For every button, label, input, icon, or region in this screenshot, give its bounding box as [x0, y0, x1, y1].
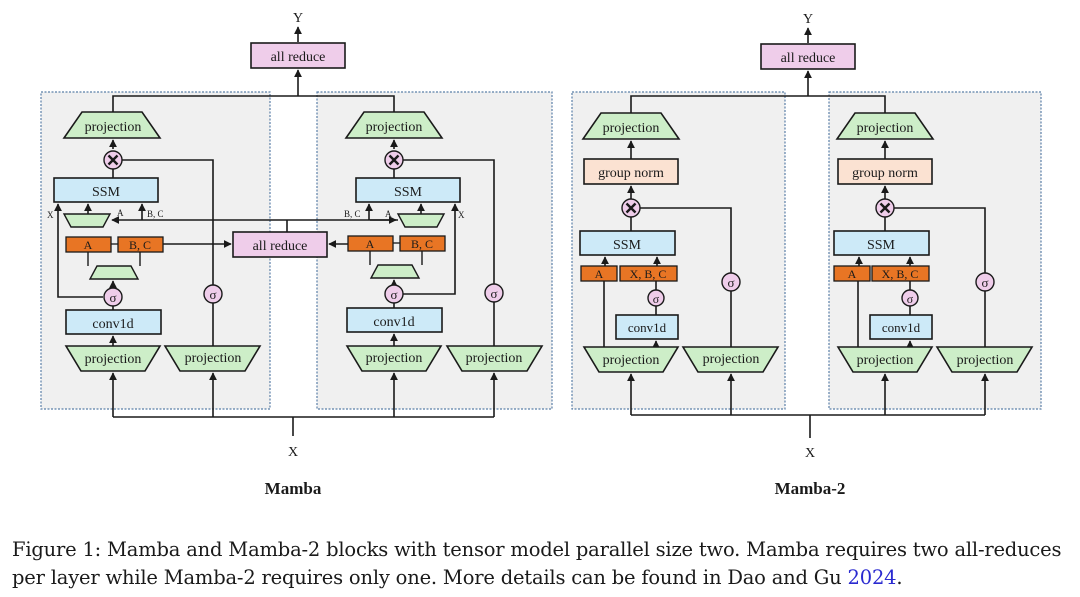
mamba-shard1-in-projection-main	[64, 345, 162, 372]
mamba2-shard1-out-projection	[581, 112, 681, 140]
mamba2-shard2-out-projection	[835, 112, 935, 140]
mamba2-shard1-in-projection-gate-label: projection	[703, 352, 760, 367]
citation-link[interactable]: 2024	[847, 566, 897, 589]
mamba-shard2-x-tag: X	[458, 210, 465, 220]
mamba2-shard1-xbc-box	[619, 265, 678, 282]
svg-text:σ: σ	[490, 286, 497, 301]
mamba-shard2-bc-box-label: B, C	[411, 237, 433, 251]
mamba2-shard1-in-projection-gate	[681, 346, 780, 373]
mamba-shard2-bc-tag: B, C	[344, 209, 361, 219]
mamba2-shard1-conv1d	[615, 314, 679, 340]
mamba-shard2-conv1d	[346, 307, 443, 333]
mamba-shard1-a-box-label: A	[84, 238, 93, 252]
mamba-shard1-in-projection-gate	[163, 345, 262, 372]
mamba-shard2-a-tag: A	[385, 209, 392, 219]
mamba-shard2-out-projection	[344, 111, 444, 139]
mamba-shard2-ssm	[355, 177, 461, 203]
mamba2-shard-1: projection group norm SSM A X, B, C σ σ	[579, 112, 780, 415]
mamba-shard1-xproj	[88, 265, 140, 280]
mamba2-input-label: X	[805, 446, 815, 461]
mamba2-shard1-xbc-box-label: X, B, C	[630, 267, 667, 281]
mamba2-shard2-xbc-box	[871, 265, 930, 282]
caption-text: Figure 1: Mamba and Mamba-2 blocks with …	[12, 538, 1062, 589]
mamba-shard2-in-projection-gate	[445, 345, 544, 372]
mamba-shard1-bc-tag: B, C	[147, 209, 164, 219]
mamba-all-reduce-top-label: all reduce	[271, 50, 326, 65]
mamba2-all-reduce-top-label: all reduce	[781, 51, 836, 66]
mamba2-shard2-a-box-label: A	[848, 267, 857, 281]
mamba-shard2-a-projection	[396, 213, 446, 228]
mamba2-shard2-ssm-label: SSM	[867, 238, 896, 253]
mamba-shard1-conv1d-label: conv1d	[92, 317, 133, 332]
mamba2-shard1-ssm	[579, 230, 676, 256]
mamba2-shard2-out-projection-label: projection	[857, 121, 914, 136]
mamba-shard2-in-projection-main	[345, 345, 443, 372]
mamba2-shard1-group-norm-label: group norm	[598, 166, 664, 181]
mamba-shard1-ssm-label: SSM	[92, 185, 121, 200]
mamba-shard1-out-projection	[62, 111, 162, 139]
mamba2-shard-2: projection group norm SSM A X, B, C σ σ	[833, 112, 1034, 415]
architecture-diagram: Y all reduce projection SSM X A B, C	[40, 11, 1042, 498]
mamba2-shard1-in-projection-main	[582, 346, 680, 373]
mamba2-shard2-ssm	[833, 230, 930, 256]
mamba-shard1-bc-box-label: B, C	[129, 238, 151, 252]
mamba2-shard2-conv1d	[869, 314, 933, 340]
mamba-shard2-conv1d-label: conv1d	[373, 315, 414, 330]
mamba-shard1-in-projection-main-label: projection	[85, 352, 142, 367]
figure-caption: Figure 1: Mamba and Mamba-2 blocks with …	[12, 536, 1072, 592]
mamba2-shard1-in-projection-main-label: projection	[603, 353, 660, 368]
mamba2-shard2-in-projection-main-label: projection	[857, 353, 914, 368]
caption-end: .	[896, 566, 903, 589]
mamba-all-reduce-top	[250, 42, 346, 69]
mamba2-shard1-a-box	[580, 265, 618, 282]
mamba2-shard2-in-projection-main	[836, 346, 934, 373]
mamba2-shard1-ssm-label: SSM	[613, 238, 642, 253]
mamba-shard2-in-projection-main-label: projection	[366, 351, 423, 366]
mamba-output-label: Y	[293, 11, 303, 26]
mamba2-shard2-group-norm	[837, 158, 933, 185]
mamba-shard-2: projection SSM B, C A X A B, C σ	[344, 111, 544, 417]
mamba-shard1-conv1d	[65, 309, 162, 335]
svg-text:σ: σ	[907, 292, 914, 306]
mamba2-shard2-in-projection-gate-label: projection	[957, 353, 1014, 368]
mamba-shard2-xproj	[369, 264, 421, 279]
mamba-shard-1: projection SSM X A B, C A B, C	[47, 111, 262, 417]
mamba2-shard2-in-projection-gate	[935, 346, 1034, 373]
mamba2-shard1-conv1d-label: conv1d	[628, 320, 667, 335]
mamba-shard2-out-projection-label: projection	[366, 120, 423, 135]
mamba2-shard2-xbc-box-label: X, B, C	[882, 267, 919, 281]
mamba2-shard2-a-box	[833, 265, 871, 282]
mamba-input-label: X	[288, 445, 298, 460]
mamba-shard2-a-box-label: A	[366, 237, 375, 251]
mamba2-diagram: Y all reduce projection group norm SSM A…	[571, 12, 1042, 498]
mamba-shard1-a-tag: A	[117, 208, 124, 218]
mamba2-shard1-a-box-label: A	[595, 267, 604, 281]
svg-text:σ: σ	[390, 287, 397, 302]
mamba2-output-label: Y	[803, 12, 813, 27]
mamba-shard2-ssm-label: SSM	[394, 185, 423, 200]
mamba-shard1-a-projection	[62, 213, 112, 228]
svg-text:σ: σ	[653, 292, 660, 306]
mamba2-shard1-group-norm	[583, 158, 679, 185]
svg-text:σ: σ	[727, 275, 734, 290]
mamba2-shard1-out-projection-label: projection	[603, 121, 660, 136]
mamba2-title: Mamba-2	[775, 479, 846, 498]
mamba-all-reduce-mid	[232, 231, 328, 258]
svg-text:σ: σ	[981, 275, 988, 290]
mamba-title: Mamba	[265, 479, 322, 498]
mamba-shard2-in-projection-gate-label: projection	[466, 351, 523, 366]
mamba-shard1-out-projection-label: projection	[85, 120, 142, 135]
mamba2-shard2-conv1d-label: conv1d	[882, 320, 921, 335]
svg-text:σ: σ	[109, 290, 116, 305]
mamba-shard1-in-projection-gate-label: projection	[185, 351, 242, 366]
mamba-all-reduce-mid-label: all reduce	[253, 239, 308, 254]
mamba-shard1-x-tag: X	[47, 210, 54, 220]
mamba2-shard2-group-norm-label: group norm	[852, 166, 918, 181]
mamba-diagram: Y all reduce projection SSM X A B, C	[40, 11, 553, 498]
mamba-shard1-ssm	[53, 177, 159, 203]
mamba2-all-reduce-top	[760, 43, 856, 70]
svg-text:σ: σ	[209, 287, 216, 302]
